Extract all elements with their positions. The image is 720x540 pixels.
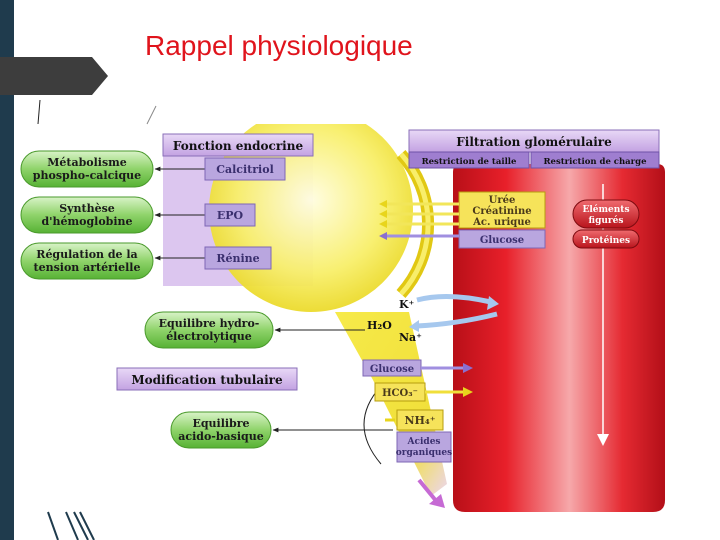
tubular-box-nh4 — [396, 409, 444, 431]
potassium-label: K⁺ — [399, 298, 415, 311]
slide-title: Rappel physiologique — [145, 30, 413, 61]
creatinine-label: Créatinine — [472, 206, 531, 217]
function-pill-hemoglobin — [20, 196, 154, 234]
tension-label-1: Régulation de la — [36, 248, 137, 261]
elements-label-1: Eléments — [582, 204, 629, 215]
acido-label-2: acido-basique — [178, 430, 263, 443]
acido-label-1: Equilibre — [192, 417, 249, 430]
elements-label-2: figurés — [589, 215, 624, 226]
tubular-acides-label-2: organiques — [396, 448, 452, 458]
epo-label: EPO — [217, 209, 244, 222]
function-pill-phospho — [20, 150, 154, 188]
header-endocrine — [162, 133, 314, 157]
tubular-hco3-label: HCO₃⁻ — [382, 388, 418, 399]
function-pill-hydro — [144, 311, 274, 349]
proteines-label: Protéines — [582, 235, 630, 246]
sodium-label: Na⁺ — [399, 331, 422, 344]
hydro-label-2: électrolytique — [166, 330, 252, 343]
glucose-filtered-label: Glucose — [480, 235, 524, 246]
title-tab-arrow — [0, 57, 108, 95]
retained-proteins-pill — [572, 229, 640, 249]
tubular-nh4-label: NH₄⁺ — [404, 414, 435, 427]
function-pill-acido — [170, 411, 272, 449]
charge-restriction-label: Restriction de charge — [543, 157, 647, 167]
phospho-label-1: Métabolisme — [47, 156, 127, 169]
hydro-label-1: Equilibre hydro- — [159, 317, 260, 330]
hemo-label-2: d'hémoglobine — [41, 215, 132, 228]
tension-label-2: tension artérielle — [34, 261, 141, 274]
header-tubular-label: Modification tubulaire — [131, 373, 283, 387]
water-label: H₂O — [367, 319, 392, 332]
glucose-filtered-box — [458, 229, 546, 249]
tubular-acides-label-1: Acides — [407, 437, 441, 447]
header-tubular — [116, 367, 298, 391]
phospho-label-2: phospho-calcique — [33, 169, 141, 182]
water-sodium-arrow — [416, 311, 498, 329]
header-size-restriction — [408, 151, 530, 169]
hormone-box-renine — [204, 246, 272, 270]
filtered-substances-box — [458, 191, 546, 229]
potassium-arrow — [416, 293, 492, 305]
renine-label: Rénine — [216, 252, 259, 265]
header-filtration-label: Filtration glomérulaire — [456, 135, 612, 149]
tubular-box-acides — [396, 431, 452, 463]
calcitriol-label: Calcitriol — [216, 163, 274, 176]
header-endocrine-label: Fonction endocrine — [173, 139, 304, 153]
glomerular-filtrate-column — [453, 164, 665, 512]
hemo-label-1: Synthèse — [59, 202, 115, 215]
kidney-physiology-diagram: Fonction endocrine Filtration glomérulai… — [20, 124, 665, 512]
tubular-glucose-label: Glucose — [370, 364, 414, 375]
function-pill-tension — [20, 242, 154, 280]
header-charge-restriction — [530, 151, 660, 169]
hormone-box-calcitriol — [204, 157, 286, 181]
uree-label: Urée — [489, 195, 516, 206]
renal-tubule — [335, 312, 447, 496]
acide-urique-label: Ac. urique — [472, 217, 531, 228]
hormone-box-epo — [204, 203, 256, 227]
left-accent-bar — [0, 0, 14, 540]
size-restriction-label: Restriction de taille — [422, 157, 517, 167]
retained-elements-pill — [572, 199, 640, 229]
